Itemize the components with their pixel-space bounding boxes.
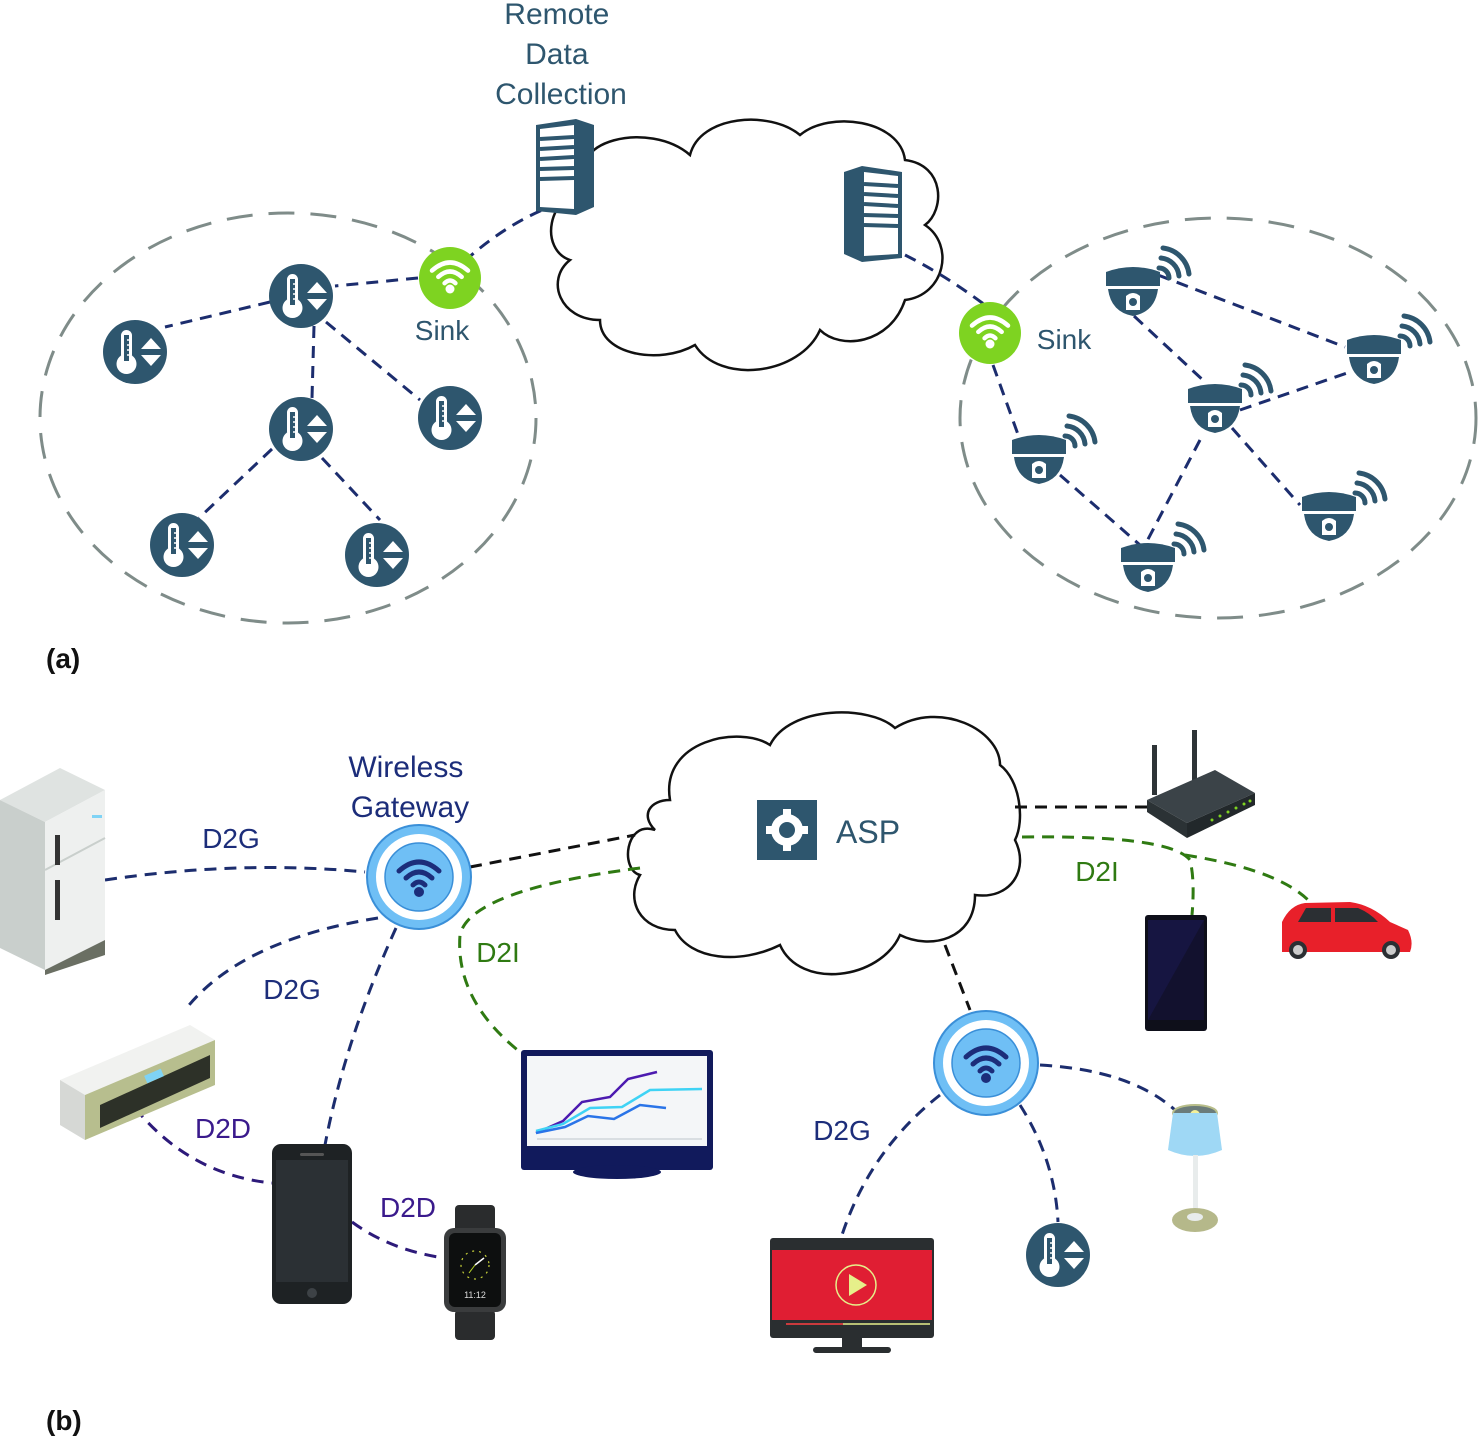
right-cluster-boundary xyxy=(958,216,1478,620)
link-cam-2 xyxy=(1132,314,1207,384)
air-conditioner-icon xyxy=(60,1025,215,1140)
thermometer-sensor-icon xyxy=(268,396,334,462)
link-gateway2-thermo xyxy=(1018,1104,1060,1223)
label-d2g-ac: D2G xyxy=(263,974,321,1005)
link-gateway2-lamp xyxy=(1039,1063,1176,1112)
link-asp-car xyxy=(1184,853,1312,904)
link-monitor-asp xyxy=(458,866,641,1054)
link-thermo-1 xyxy=(164,300,271,329)
dome-camera-icon xyxy=(1188,365,1271,433)
link-sink-left-server xyxy=(448,203,556,277)
play-icon xyxy=(835,1264,877,1306)
label-d2i-asp: D2I xyxy=(1075,856,1119,887)
smartphone-icon xyxy=(272,1144,352,1304)
link-phone-gateway xyxy=(323,927,398,1146)
smart-tv-icon xyxy=(770,1238,934,1353)
panel-b: ASP Wireless Gateway D2G D2G D2I D2D D2D… xyxy=(0,711,1412,1436)
dome-camera-icon xyxy=(1012,416,1095,484)
remote-server-icon xyxy=(534,117,596,217)
dome-camera-icon xyxy=(1121,524,1204,592)
watch-time: 11:12 xyxy=(464,1290,486,1300)
dome-camera-icon xyxy=(1347,316,1430,384)
link-sink-cam xyxy=(991,364,1022,441)
router-icon xyxy=(1147,730,1255,838)
thermometer-sensor-icon xyxy=(149,512,215,578)
sink-right xyxy=(959,302,1021,364)
wireless-gateway-2-icon xyxy=(934,1011,1038,1115)
link-phone-watch xyxy=(351,1220,445,1260)
asp-label: ASP xyxy=(836,814,900,850)
dome-camera-icon xyxy=(1302,473,1385,541)
link-thermo-4 xyxy=(197,447,274,520)
sink-wifi-icon xyxy=(419,247,481,309)
link-thermo-sink xyxy=(334,276,419,288)
analytics-monitor-icon xyxy=(521,1050,713,1179)
panel-a-label: (a) xyxy=(46,643,80,674)
thermometer-sensor-icon xyxy=(102,319,168,385)
link-cam-4 xyxy=(1230,427,1302,506)
panel-a: Remote Data Collection Sink Sink xyxy=(38,0,1478,674)
link-thermo-2 xyxy=(310,325,316,399)
link-asp-gateway2 xyxy=(943,944,972,1011)
link-thermo-3 xyxy=(325,320,421,402)
link-fridge-gateway xyxy=(104,866,366,882)
thermometer-sensor-icon xyxy=(268,263,334,329)
floor-lamp-icon xyxy=(1168,1104,1222,1232)
label-d2g-fridge: D2G xyxy=(202,823,260,854)
label-d2d-ac-phone: D2D xyxy=(195,1113,251,1144)
dome-camera-icon xyxy=(1106,248,1189,316)
link-gateway2-tv xyxy=(840,1093,941,1236)
car-icon xyxy=(1282,902,1412,959)
smartwatch-icon: 11:12 xyxy=(444,1205,506,1340)
sink-wifi-icon xyxy=(959,302,1021,364)
wireless-gateway-icon xyxy=(367,825,471,929)
link-asp-tablet xyxy=(1021,835,1195,916)
left-cluster-boundary xyxy=(38,211,538,625)
label-d2i-monitor: D2I xyxy=(476,937,520,968)
thermometer-sensor-icon xyxy=(1025,1222,1091,1288)
link-thermo-5 xyxy=(320,456,382,522)
cloud-asp xyxy=(626,711,1022,976)
refrigerator-icon xyxy=(0,768,106,975)
cloud-server-icon xyxy=(842,164,904,264)
link-server-sink-right xyxy=(904,253,986,307)
link-cam-3 xyxy=(1239,370,1351,412)
link-ac-gateway xyxy=(183,916,379,1011)
link-cam-1 xyxy=(1157,273,1346,349)
thermometer-sensor-icon xyxy=(417,385,483,451)
thermometer-sensor-icon xyxy=(344,522,410,588)
wireless-gateway-title: Wireless Gateway xyxy=(348,751,471,824)
panel-b-label: (b) xyxy=(46,1405,82,1436)
tablet-icon xyxy=(1145,915,1207,1031)
sink-right-label: Sink xyxy=(1037,324,1092,355)
remote-data-title: Remote Data Collection xyxy=(495,0,627,111)
link-cam-6 xyxy=(1059,473,1141,547)
label-d2d-phone-watch: D2D xyxy=(380,1192,436,1223)
sink-left-label: Sink xyxy=(415,315,470,346)
sink-left xyxy=(419,247,481,309)
link-ac-phone xyxy=(133,1107,273,1185)
link-gateway-asp xyxy=(469,833,636,869)
label-d2g-gateway2: D2G xyxy=(813,1115,871,1146)
